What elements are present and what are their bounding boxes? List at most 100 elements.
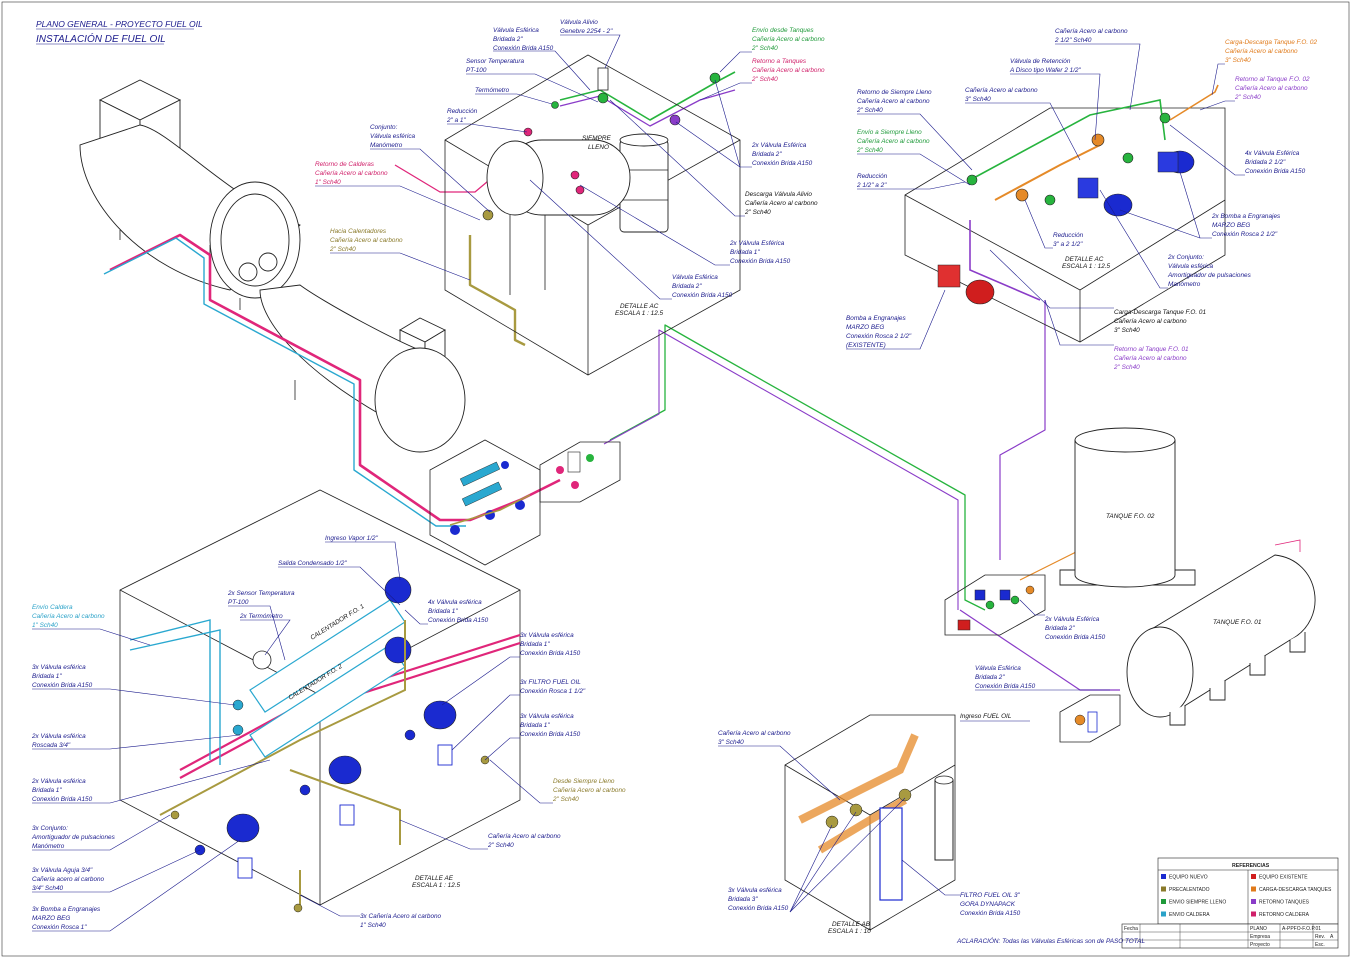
svg-text:Conexión Brida A150: Conexión Brida A150 [672, 292, 733, 299]
titleblock-proyecto: Proyecto [1250, 942, 1270, 948]
svg-text:PT-100: PT-100 [466, 67, 487, 74]
detalle-ac-2-title: DETALLE AC [1065, 256, 1104, 263]
svg-text:2x Válvula esférica: 2x Válvula esférica [31, 733, 86, 740]
svg-text:2x Sensor Temperatura: 2x Sensor Temperatura [227, 590, 295, 597]
svg-text:Manómetro: Manómetro [1168, 281, 1201, 288]
label-ingreso-fuel-oil: Ingreso FUEL OIL [960, 713, 1030, 722]
svg-text:MARZO BEG: MARZO BEG [32, 915, 70, 922]
legend-label: RETORNO CALDERA [1259, 912, 1310, 918]
svg-text:Cañería Acero al carbono: Cañería Acero al carbono [1114, 355, 1187, 362]
svg-text:Descarga Válvula Alivio: Descarga Válvula Alivio [745, 191, 812, 198]
detail-box-siempre-lleno [444, 54, 741, 376]
label-3x-valvula-1: 3x Válvula esférica Bridada 1" Conexión … [32, 664, 236, 706]
label-conjunto-top: Conjunto: Válvula esférica Manómetro [370, 124, 491, 213]
legend-label: RETORNO TANQUES [1259, 900, 1310, 906]
svg-text:3x FILTRO FUEL OIL: 3x FILTRO FUEL OIL [520, 679, 581, 686]
label-canieria-3-ab: Cañería Acero al carbono 3" Sch40 [718, 730, 841, 801]
svg-text:2x Bomba a Engranajes: 2x Bomba a Engranajes [1211, 213, 1281, 220]
svg-text:Cañería Acero al carbono: Cañería Acero al carbono [1235, 85, 1308, 92]
svg-text:3" a 2 1/2": 3" a 2 1/2" [1053, 241, 1083, 248]
label-valvula-retencion: Válvula de Retención A Disco tipo Wafer … [1009, 58, 1101, 141]
svg-text:3x Conjunto:: 3x Conjunto: [32, 825, 68, 832]
pump-new-2 [1077, 177, 1133, 217]
svg-text:Válvula Esférica: Válvula Esférica [672, 274, 718, 281]
aclaracion-note: ACLARACIÓN: Todas las Válvulas Esféricas… [956, 936, 1145, 945]
svg-text:Retorno al Tanque F.O. 02: Retorno al Tanque F.O. 02 [1235, 76, 1310, 83]
svg-text:Conexión Rosca 2 1/2": Conexión Rosca 2 1/2" [846, 333, 912, 340]
svg-text:A Disco tipo Wafer 2 1/2": A Disco tipo Wafer 2 1/2" [1009, 67, 1082, 74]
label-retorno-a-tanques: Retorno a Tanques Cañería Acero al carbo… [699, 58, 825, 101]
label-3x-canieria-1: 3x Cañería Acero al carbono 1" Sch40 [299, 894, 442, 929]
svg-text:Válvula Esférica: Válvula Esférica [975, 665, 1021, 672]
svg-text:Bomba a Engranajes: Bomba a Engranajes [846, 315, 906, 322]
svg-text:Bridada 1": Bridada 1" [520, 722, 550, 729]
svg-text:Manómetro: Manómetro [370, 142, 403, 149]
svg-text:Conexión Brida A150: Conexión Brida A150 [428, 617, 489, 624]
label-4x-valvula-2-1-2: 4x Válvula Esférica Bridada 2 1/2" Conex… [1169, 124, 1306, 176]
svg-text:Envío Caldera: Envío Caldera [32, 604, 73, 611]
legend-swatch [1161, 886, 1166, 892]
svg-text:GORA DYNAPACK: GORA DYNAPACK [960, 901, 1016, 908]
label-3x-valvula-br3: 3x Válvula esférica Bridada 3" Conexión … [728, 797, 906, 913]
svg-text:2x Válvula Esférica: 2x Válvula Esférica [729, 240, 785, 247]
siempre-lleno-label-1: SIEMPRE [582, 135, 612, 142]
svg-text:Retorno al Tanque F.O. 01: Retorno al Tanque F.O. 01 [1114, 346, 1189, 353]
titleblock-empresa: Empresa [1250, 934, 1270, 940]
svg-text:Válvula Esférica: Válvula Esférica [493, 27, 539, 34]
label-carga-descarga-01: Carga-Descarga Tanque F.O. 01 Cañería Ac… [989, 249, 1206, 334]
svg-text:Manómetro: Manómetro [32, 843, 65, 850]
svg-text:3x Bomba a Engranajes: 3x Bomba a Engranajes [32, 906, 101, 913]
pump-heater-2 [328, 755, 362, 785]
label-canieria-2-low: Cañería Acero al carbono 2" Sch40 [399, 819, 561, 850]
svg-text:2" Sch40: 2" Sch40 [856, 107, 883, 114]
svg-text:Bridada 2": Bridada 2" [672, 283, 702, 290]
label-2x-conjunto: 2x Conjunto: Válvula esférica Amortiguad… [1099, 189, 1252, 289]
svg-text:3/4" Sch40: 3/4" Sch40 [32, 885, 63, 892]
svg-text:Ingreso FUEL OIL: Ingreso FUEL OIL [960, 713, 1012, 720]
detalle-ab-title: DETALLE AB [832, 921, 871, 928]
tank-fo-01-label: TANQUE F.O. 01 [1213, 619, 1262, 626]
label-filtro-3: FILTRO FUEL OIL 3" GORA DYNAPACK Conexió… [901, 859, 1021, 917]
svg-text:Conexión Brida A150: Conexión Brida A150 [752, 160, 813, 167]
svg-text:Bridada 1": Bridada 1" [520, 641, 550, 648]
label-2x-valvula-br2: 2x Válvula Esférica Bridada 2" Conexión … [675, 79, 813, 168]
pump-new-1 [1157, 150, 1195, 174]
svg-text:Cañería Acero al carbono: Cañería Acero al carbono [315, 170, 388, 177]
svg-text:Cañería Acero al carbono: Cañería Acero al carbono [1225, 48, 1298, 55]
plan-title-line1: PLANO GENERAL - PROYECTO FUEL OIL [36, 19, 203, 29]
svg-text:3" Sch40: 3" Sch40 [718, 739, 744, 746]
svg-text:Conexión Brida A150: Conexión Brida A150 [520, 650, 581, 657]
svg-text:Termómetro: Termómetro [475, 87, 510, 94]
svg-text:Salida Condensado 1/2": Salida Condensado 1/2" [278, 560, 347, 567]
detalle-ac-1-scale: ESCALA 1 : 12.5 [615, 310, 664, 317]
svg-text:Conexión Brida A150: Conexión Brida A150 [728, 905, 789, 912]
svg-text:2x Válvula Esférica: 2x Válvula Esférica [751, 142, 807, 149]
label-sensor-temp: Sensor Temperatura PT-100 [466, 58, 599, 103]
legend-header: REFERENCIAS [1232, 863, 1270, 869]
svg-text:Roscada 3/4": Roscada 3/4" [32, 742, 71, 749]
label-valvula-alivio: Válvula Alivio Genebre 2254 - 2" [560, 19, 621, 69]
label-2x-bomba-beg: 2x Bomba a Engranajes MARZO BEG Conexión… [1119, 171, 1281, 239]
svg-text:2" Sch40: 2" Sch40 [329, 246, 356, 253]
label-termometro: Termómetro [475, 87, 553, 105]
legend-label: PRECALENTADO [1169, 887, 1210, 893]
label-desde-siempre-lleno: Desde Siempre Lleno Cañería Acero al car… [489, 759, 626, 804]
legend-swatch [1161, 911, 1166, 917]
svg-text:1" Sch40: 1" Sch40 [32, 622, 58, 629]
svg-text:Cañería Acero al carbono: Cañería Acero al carbono [718, 730, 791, 737]
detail-box-heaters [119, 489, 521, 913]
legend-swatch [1251, 874, 1256, 879]
svg-text:4x Válvula Esférica: 4x Válvula Esférica [1245, 150, 1300, 157]
svg-text:Retorno a Tanques: Retorno a Tanques [752, 58, 807, 65]
svg-text:3x Cañería Acero al carbono: 3x Cañería Acero al carbono [360, 913, 442, 920]
tank-fo-02 [1059, 427, 1196, 588]
svg-text:Bridada 1": Bridada 1" [32, 673, 62, 680]
svg-text:Genebre 2254 - 2": Genebre 2254 - 2" [560, 28, 613, 35]
label-retorno-calderas: Retorno de Calderas Cañería Acero al car… [315, 161, 481, 221]
svg-text:Conexión Brida A150: Conexión Brida A150 [1045, 634, 1106, 641]
detail-box-ingreso [1059, 694, 1121, 743]
legend-label: ENVIO SIEMPRE LLENO [1169, 900, 1226, 906]
svg-text:Reducción: Reducción [857, 173, 888, 180]
